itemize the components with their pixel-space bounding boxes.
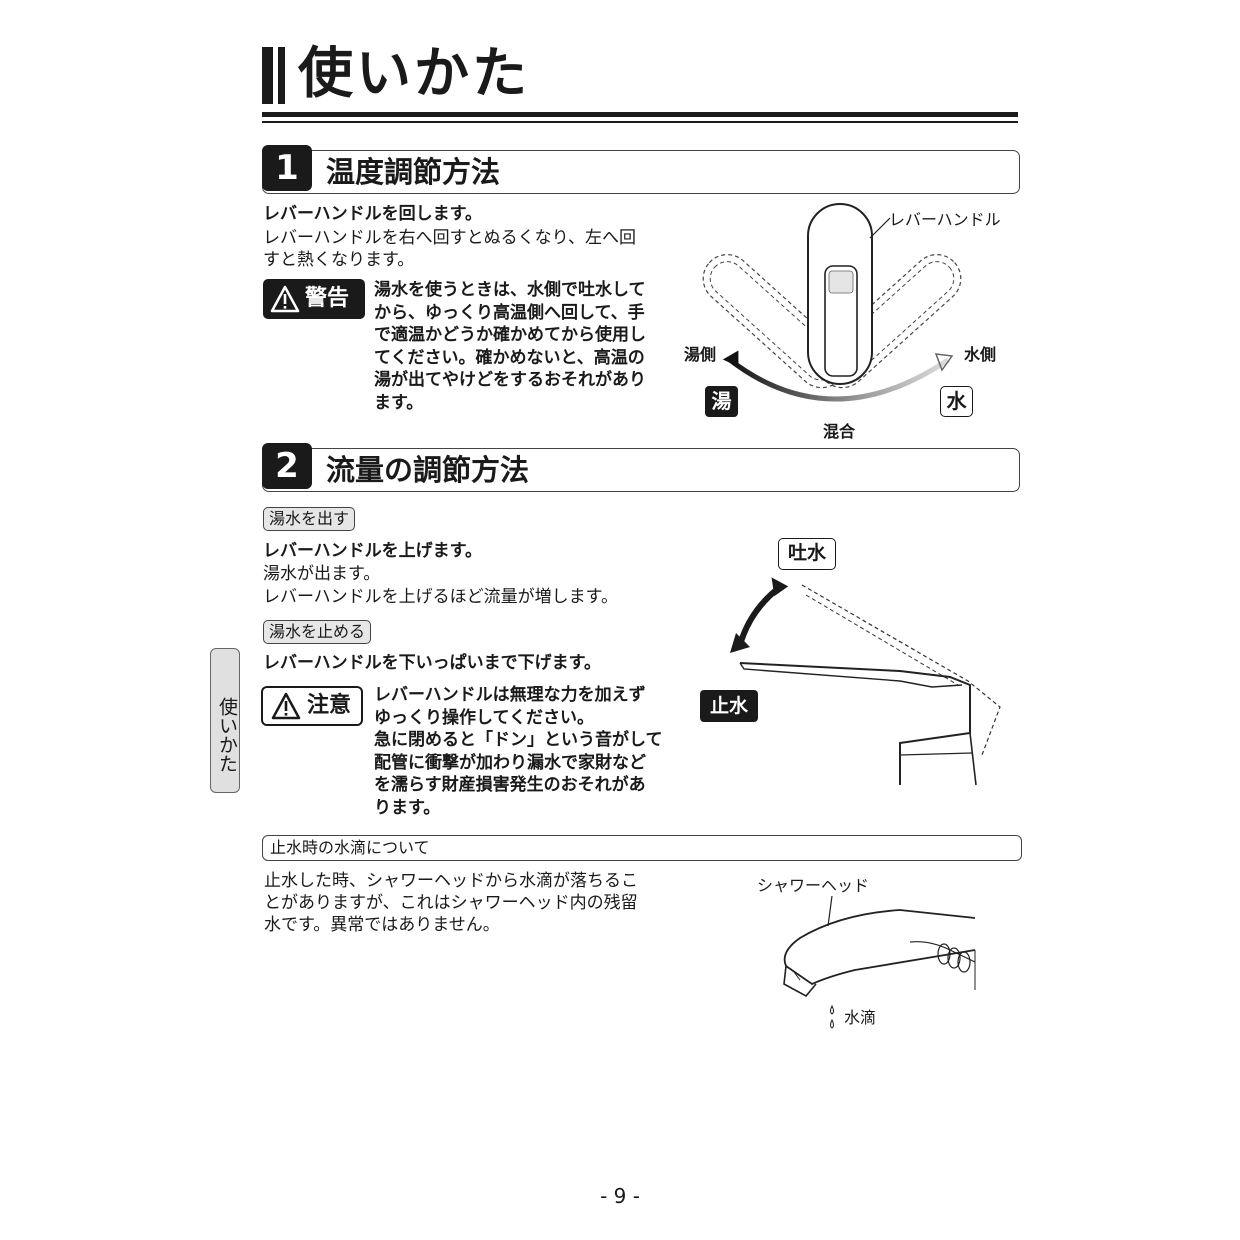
caution-triangle-icon — [271, 692, 301, 720]
page-number: - 9 - — [600, 1184, 640, 1208]
side-tab: 使いかた — [210, 648, 240, 793]
showerhead-label: シャワーヘッド — [757, 876, 870, 895]
hot-mark: 湯 — [705, 386, 738, 417]
note-line: 水です。異常ではありません。 — [264, 915, 500, 935]
cold-mark: 水 — [940, 386, 973, 417]
title-decor-bar — [262, 47, 273, 104]
section-number: 1 — [262, 145, 312, 191]
caution-line: レバーハンドルは無理な力を加えず — [374, 685, 646, 705]
cold-side-label: 水側 — [964, 345, 997, 364]
caution-line: 急に閉めると「ドン」という音がして — [374, 730, 663, 750]
drip-label: 水滴 — [844, 1008, 877, 1027]
mix-label: 混合 — [823, 422, 856, 441]
handle-label: レバーハンドル — [889, 210, 1001, 229]
section-number: 2 — [262, 443, 312, 489]
instruction-text: レバーハンドルを右へ回すとぬるくなり、左へ回 — [263, 228, 636, 248]
caution-line: 配管に衝撃が加わり漏水で家財など — [374, 752, 646, 773]
stop-mark: 止水 — [700, 690, 758, 722]
warning-text: 湯水を使うときは、水側で吐水して から、ゆっくり高温側へ回して、手 で適温かどう… — [374, 279, 646, 414]
caution-text: レバーハンドルは無理な力を加えず ゆっくり操作してください。 急に閉めると「ドン… — [374, 684, 663, 819]
lever-rotation-diagram — [702, 203, 962, 402]
caution-line: ります。 — [374, 797, 441, 818]
lever-lift-diagram — [730, 577, 1001, 786]
note-line: とがありますが、これはシャワーヘッド内の残留 — [264, 893, 638, 913]
warning-label: 警告 — [305, 286, 350, 311]
warning-line: てください。確かめないと、高温の — [374, 347, 645, 368]
warning-line: で適温かどうか確かめてから使用し — [374, 325, 646, 345]
section-title: 流量の調節方法 — [326, 453, 530, 487]
warning-line: から、ゆっくり高温側へ回して、手 — [374, 302, 645, 323]
discharge-mark: 吐水 — [778, 538, 836, 570]
note-line: 止水した時、シャワーヘッドから水滴が落ちるこ — [264, 871, 638, 891]
tag-open: 湯水を出す — [263, 507, 356, 531]
instruction-lead: レバーハンドルを回します。 — [263, 204, 482, 224]
tag-close: 湯水を止める — [263, 620, 372, 644]
instruction-lead: レバーハンドルを上げます。 — [263, 541, 482, 561]
warning-line: 湯水を使うときは、水側で吐水して — [374, 280, 646, 300]
caution-line: ゆっくり操作してください。 — [374, 707, 594, 728]
hot-side-label: 湯側 — [684, 345, 717, 364]
section-title: 温度調節方法 — [326, 155, 501, 189]
warning-badge: 警告 — [263, 279, 365, 319]
warning-triangle-icon — [270, 285, 300, 313]
caution-badge: 注意 — [261, 686, 363, 726]
caution-line: を濡らす財産損害発生のおそれがあ — [374, 775, 646, 795]
instruction-text: すと熱くなります。 — [263, 250, 415, 270]
instruction-text: 湯水が出ます。 — [263, 564, 381, 584]
note-text: 止水した時、シャワーヘッドから水滴が落ちるこ とがありますが、これはシャワーヘッ… — [264, 870, 638, 936]
title-decor-bar — [278, 47, 285, 104]
title-rule — [262, 121, 1018, 123]
title-rule — [262, 112, 1018, 117]
warning-line: 湯が出てやけどをするおそれがあり — [374, 370, 646, 390]
instruction-lead: レバーハンドルを下いっぱいまで下げます。 — [263, 653, 601, 673]
caution-label: 注意 — [307, 693, 352, 718]
instruction-text: レバーハンドルを上げるほど流量が増します。 — [263, 587, 618, 607]
showerhead-diagram — [783, 895, 976, 1029]
warning-line: ます。 — [374, 392, 424, 413]
note-heading: 止水時の水滴について — [262, 835, 1022, 861]
page-title: 使いかた — [298, 41, 531, 105]
